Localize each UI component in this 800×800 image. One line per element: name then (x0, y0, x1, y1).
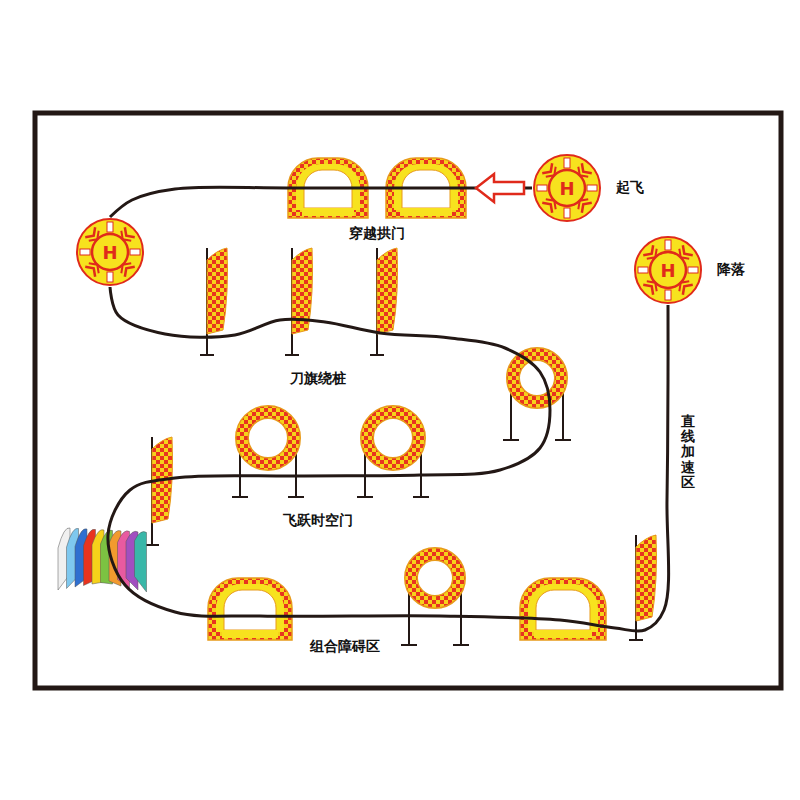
ring-gate (401, 554, 469, 645)
arch-gate (208, 578, 292, 640)
zone-label-vertical: 直线加速区 (681, 412, 695, 493)
knife-flag (370, 248, 398, 355)
knife-flag (145, 437, 173, 545)
landing-pad: H降落 (633, 235, 703, 305)
zone-label: 飞跃时空门 (281, 512, 355, 529)
zone-label: 刀旗绕桩 (288, 370, 348, 387)
ring-gates (232, 354, 571, 645)
zone-label: 组合障碍区 (308, 638, 382, 655)
flight-path (108, 287, 669, 631)
ring-gate (357, 412, 429, 497)
pad-letter: H (633, 235, 703, 305)
pad-label: 起飞 (614, 179, 646, 197)
knife-flags (145, 248, 657, 640)
pad-label: 降落 (715, 261, 747, 279)
flight-path (110, 187, 532, 217)
arch-gates (208, 158, 606, 640)
pad-letter: H (75, 217, 145, 287)
landing-pad: H (75, 217, 145, 287)
arch-gate (520, 578, 606, 640)
field-frame (35, 113, 781, 688)
ring-gate (232, 412, 304, 497)
direction-arrow (476, 174, 524, 202)
pad-letter: H (532, 153, 602, 223)
landing-pad: H起飞 (532, 153, 602, 223)
rainbow-tunnel (58, 528, 147, 592)
knife-flag (200, 248, 228, 355)
knife-flag (285, 248, 313, 355)
zone-label: 穿越拱门 (347, 225, 407, 242)
